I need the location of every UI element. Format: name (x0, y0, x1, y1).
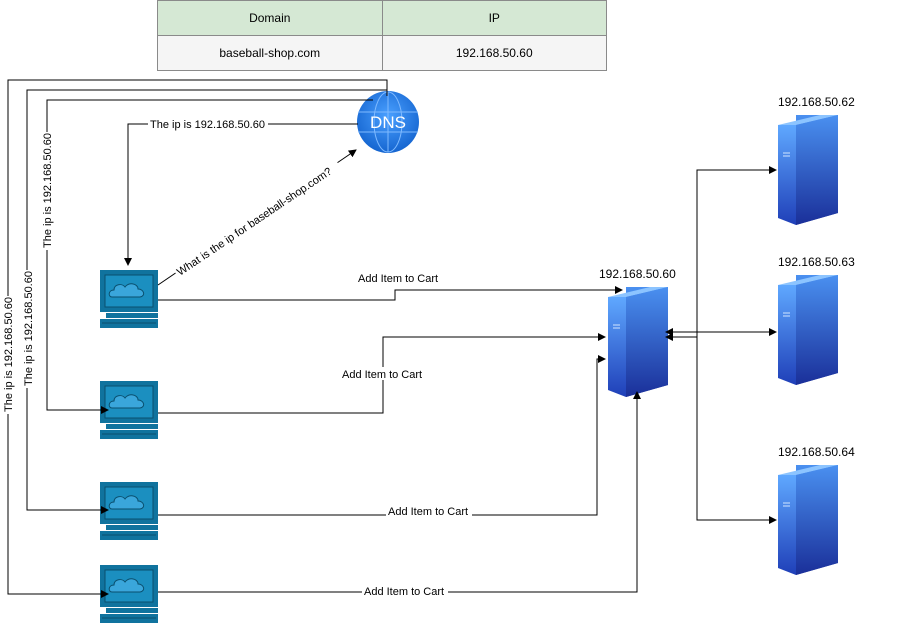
server-ip-label-2: 192.168.50.63 (778, 255, 855, 269)
table-header-row: Domain IP (157, 0, 607, 36)
dns-response-label-top: The ip is 192.168.50.60 (150, 119, 265, 131)
add-item-edge-4 (158, 391, 641, 593)
table-row: baseball-shop.com 192.168.50.60 (157, 35, 607, 71)
client-computer-icon-3 (99, 481, 159, 541)
dns-response-label-vertical-1: The ip is 192.168.50.60 (42, 133, 54, 248)
client-computer-icon-1 (99, 269, 159, 329)
dns-response-edge-4 (7, 79, 388, 598)
domain-header: Domain (157, 0, 383, 36)
client-computer-icon-4 (99, 564, 159, 624)
dns-server-icon: DNS (357, 91, 419, 153)
dns-record-table: Domain IP baseball-shop.com 192.168.50.6… (157, 0, 607, 71)
load-balancer-ip-label: 192.168.50.60 (599, 267, 676, 281)
dns-response-edge-1 (124, 123, 358, 266)
dns-response-label-vertical-3: The ip is 192.168.50.60 (3, 297, 15, 412)
server-icon-1 (777, 114, 839, 226)
dns-label: DNS (370, 113, 406, 132)
add-item-label-3: Add Item to Cart (388, 506, 468, 518)
add-item-label-2: Add Item to Cart (342, 369, 422, 381)
lb-to-server-3-edge (696, 337, 777, 524)
load-balancer-server-icon (607, 286, 669, 398)
server-icon-2 (777, 274, 839, 386)
client-computer-icon-2 (99, 380, 159, 440)
dns-response-edge-3 (26, 89, 388, 514)
dns-response-label-vertical-2: The ip is 192.168.50.60 (23, 271, 35, 386)
add-item-edge-1 (158, 286, 623, 301)
server-icon-3 (777, 464, 839, 576)
dns-query-label: What is the ip for baseball-shop.com? (175, 166, 334, 279)
add-item-label-4: Add Item to Cart (364, 586, 444, 598)
ip-cell: 192.168.50.60 (381, 35, 607, 71)
dns-response-edge-2 (46, 99, 373, 414)
add-item-edge-3 (158, 355, 606, 516)
add-item-label-1: Add Item to Cart (358, 273, 438, 285)
server-ip-label-3: 192.168.50.64 (778, 445, 855, 459)
lb-to-server-1-edge (665, 166, 777, 341)
domain-cell: baseball-shop.com (157, 35, 383, 71)
server-ip-label-1: 192.168.50.62 (778, 95, 855, 109)
